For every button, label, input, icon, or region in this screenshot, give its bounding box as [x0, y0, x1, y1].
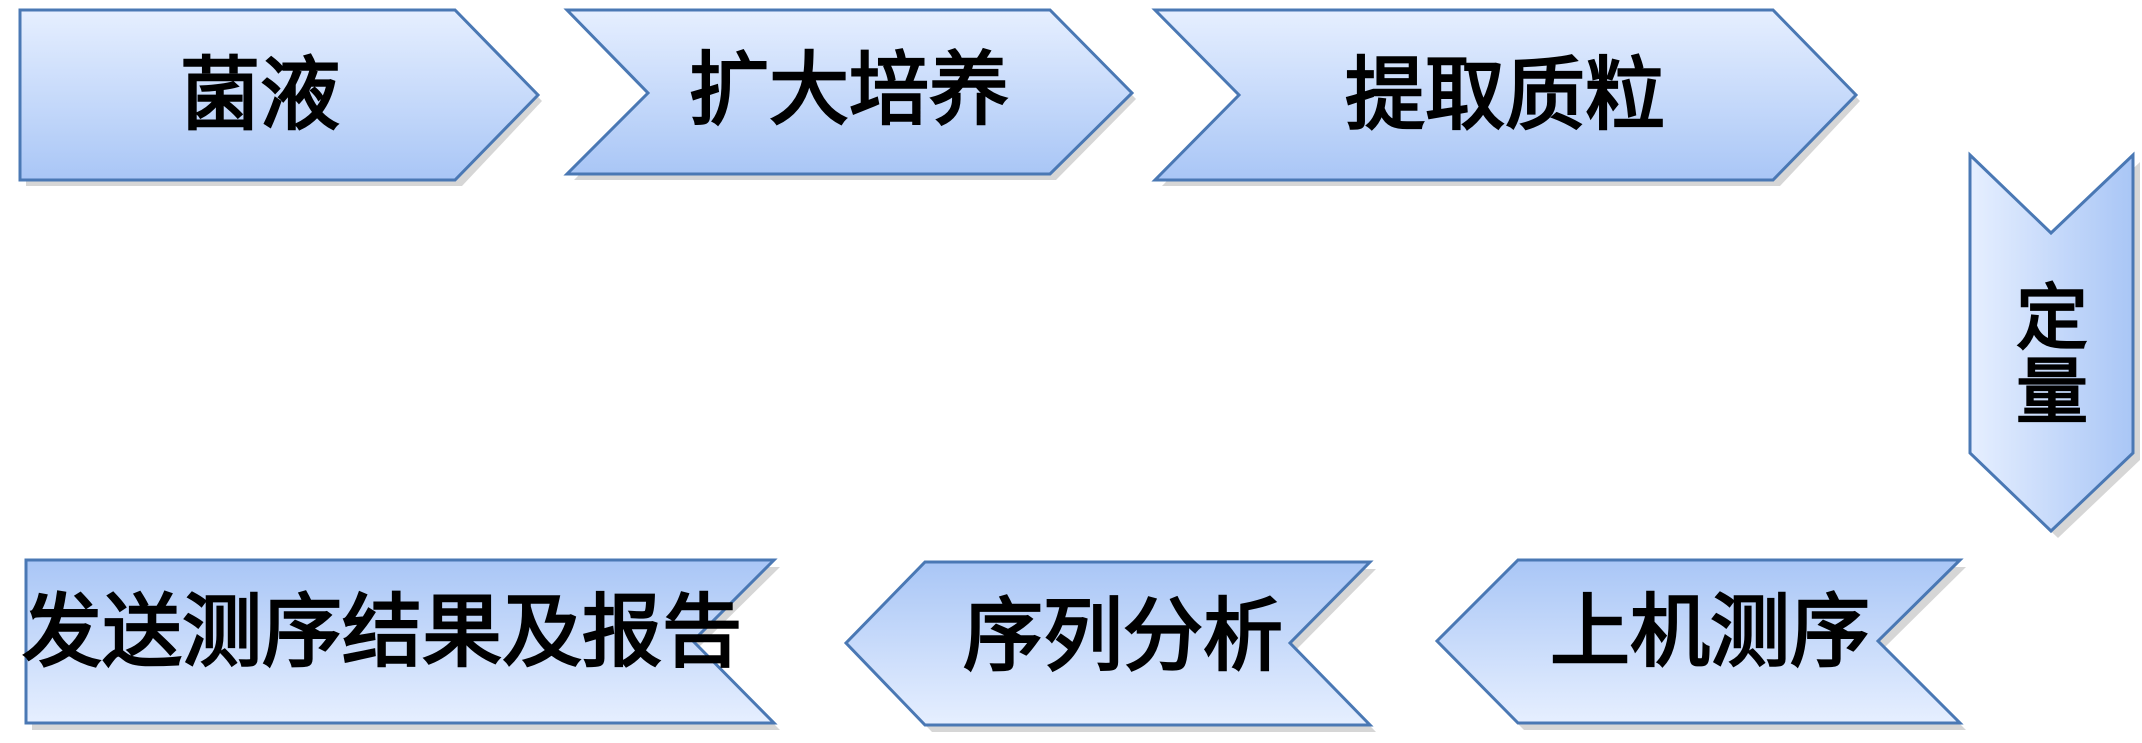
step-4-label-char-2: 量 — [2016, 350, 2088, 434]
step-5-label: 上机测序 — [1550, 586, 1870, 679]
step-2-arrow: 扩大培养 — [563, 8, 1136, 180]
step-7-label: 发送测序结果及报告 — [22, 586, 742, 679]
step-6-arrow: 序列分析 — [843, 560, 1376, 732]
step-4-label-char-1: 定 — [2016, 276, 2088, 360]
step-3-arrow: 提取质粒 — [1151, 8, 1860, 186]
step-1-label: 菌液 — [180, 49, 340, 142]
step-6-label: 序列分析 — [963, 590, 1283, 683]
step-5-arrow: 上机测序 — [1434, 558, 1966, 730]
step-4-arrow: 定 量 定量 — [1968, 151, 2140, 538]
step-7-arrow: 发送测序结果及报告 — [22, 558, 780, 730]
step-1-arrow: 菌液 — [18, 8, 542, 186]
step-2-label: 扩大培养 — [689, 44, 1009, 137]
step-3-label: 提取质粒 — [1345, 49, 1665, 142]
